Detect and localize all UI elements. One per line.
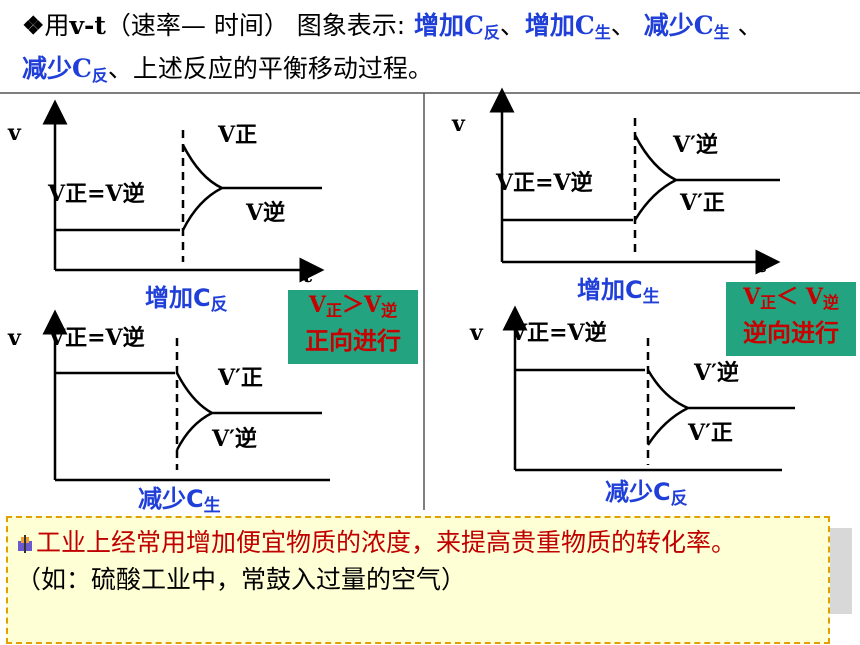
graph-3-lower-label: V′逆 — [211, 426, 257, 452]
graph-4-eq-label: V正=V逆 — [509, 320, 607, 346]
callout-forward: V正＞V逆 正向进行 — [288, 290, 418, 364]
graph-1-caption: 增加C反 — [145, 284, 228, 315]
graph-2-v-label: v — [451, 111, 466, 137]
title-item-3: 减少C生 — [643, 11, 730, 42]
bullet-square-icon — [16, 526, 34, 553]
graph-3-v-label: v — [7, 325, 22, 351]
title-item-2: 增加C生 — [524, 11, 611, 42]
graph-3: v V正=V逆 V′正 V′逆 — [7, 309, 330, 482]
graph-2-t-label: t — [756, 252, 767, 278]
note-box: 工业上经常用增加便宜物质的浓度，来提高贵重物质的转化率。 （如：硫酸工业中，常鼓… — [6, 516, 830, 644]
graph-2-eq-label: V正=V逆 — [495, 170, 593, 196]
graph-1-upper-curve — [181, 144, 322, 190]
graph-1-eq-label: V正=V逆 — [47, 181, 145, 207]
page-title: ❖用v-t（速率— 时间） 图象表示: 增加C反、增加C生、 减少C生 、减少C… — [22, 11, 763, 85]
graph-3-caption: 减少C生 — [138, 485, 221, 516]
graph-1-lower-label: V逆 — [245, 200, 285, 226]
bullet-icon: ❖ — [22, 11, 45, 40]
graph-4-caption: 减少C反 — [605, 478, 688, 509]
graph-1-v-label: v — [7, 120, 22, 146]
title-item-4: 减少C反 — [22, 54, 108, 85]
graph-3-eq-label: V正=V逆 — [47, 325, 145, 351]
graph-2-caption: 增加C生 — [577, 276, 660, 307]
graph-4: v V正=V逆 V′逆 V′正 — [469, 305, 795, 472]
graph-1-lower-curve — [181, 186, 223, 231]
graph-3-lower-curve — [175, 411, 213, 451]
graph-4-v-label: v — [469, 320, 484, 346]
title-item-1: 增加C反 — [413, 11, 500, 42]
note-line-2: （如：硫酸工业中，常鼓入过量的空气） — [16, 565, 467, 594]
graph-1-upper-label: V正 — [217, 122, 257, 148]
graph-3-upper-label: V′正 — [217, 365, 263, 391]
graph-4-upper-label: V′逆 — [693, 360, 739, 386]
callout-reverse: V正＜ V逆 逆向进行 — [726, 282, 856, 356]
graph-2-lower-label: V′正 — [679, 190, 725, 216]
graph-1: v t V正=V逆 V正 V逆 — [7, 99, 325, 288]
graph-2-lower-curve — [633, 178, 677, 221]
graph-1-t-label: t — [302, 262, 313, 288]
graph-2-upper-label: V′逆 — [672, 132, 718, 158]
graph-2: v t V正=V逆 V′逆 V′正 — [451, 87, 781, 278]
graph-4-lower-label: V′正 — [687, 420, 733, 446]
note-line-1: 工业上经常用增加便宜物质的浓度，来提高贵重物质的转化率。 — [36, 528, 737, 557]
graph-4-lower-curve — [646, 406, 689, 446]
